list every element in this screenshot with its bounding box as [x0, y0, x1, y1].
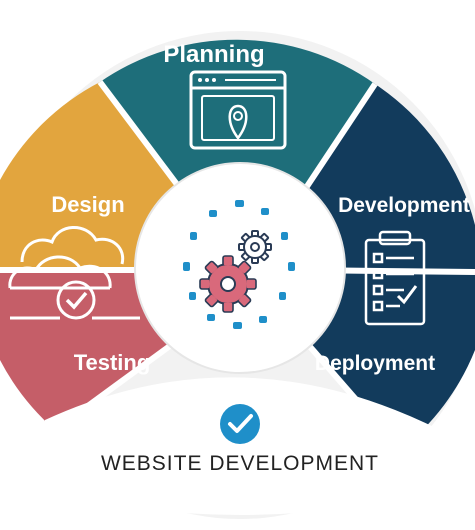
label-deployment: Deployment [315, 352, 435, 375]
label-development: Development [338, 194, 470, 217]
check-badge-icon [220, 404, 260, 444]
label-design: Design [51, 192, 124, 217]
label-planning: Planning [163, 41, 264, 68]
gears-icon [183, 200, 295, 329]
footer-band [45, 377, 440, 515]
clipboard-checklist-icon [364, 230, 426, 326]
diagram-title: WEBSITE DEVELOPMENT [101, 452, 379, 475]
label-testing: Testing [74, 350, 151, 375]
cloud-check-icon [8, 226, 140, 320]
browser-location-icon [189, 70, 287, 150]
